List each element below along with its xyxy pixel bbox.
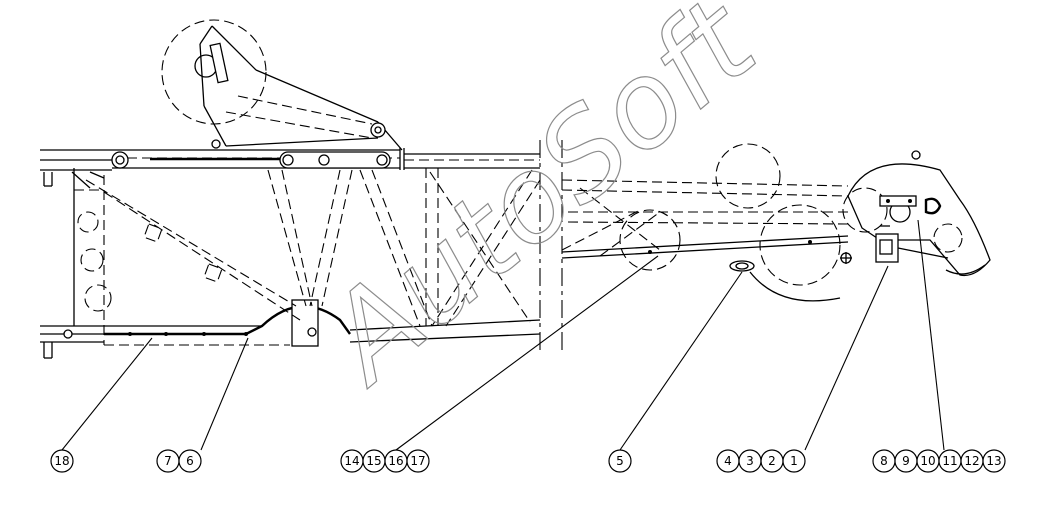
callout-label-13: 13	[986, 454, 1001, 468]
callout-label-2: 2	[768, 454, 776, 468]
leader-14-17	[395, 255, 659, 451]
leader-lines	[61, 219, 945, 451]
callout-label-17: 17	[410, 454, 425, 468]
callout-circle-1	[782, 449, 806, 473]
callout-label-8: 8	[880, 454, 888, 468]
callout-label-4: 4	[724, 454, 732, 468]
callout-label-7: 7	[164, 454, 172, 468]
callout-label-12: 12	[964, 454, 979, 468]
callout-circle-17	[406, 449, 430, 473]
callout-label-3: 3	[746, 454, 754, 468]
callout-label-1: 1	[790, 454, 798, 468]
callout-circle-6	[178, 449, 202, 473]
callout-label-6: 6	[186, 454, 194, 468]
leader-18	[61, 337, 153, 451]
callout-label-10: 10	[920, 454, 935, 468]
callout-label-16: 16	[388, 454, 403, 468]
callout-label-9: 9	[902, 454, 910, 468]
callout-label-11: 11	[942, 454, 957, 468]
leader-7-6	[200, 337, 249, 451]
callout-label-18: 18	[54, 454, 69, 468]
left-boom-section	[40, 19, 563, 359]
watermark-text: AutoSoft	[296, 0, 783, 411]
callout-label-14: 14	[344, 454, 359, 468]
leader-5	[619, 271, 743, 451]
callout-label-15: 15	[366, 454, 381, 468]
callout-circle-18	[50, 449, 74, 473]
leader-8-13	[917, 219, 945, 451]
callout-circle-13	[982, 449, 1006, 473]
right-boom-section	[561, 143, 991, 302]
callout-circle-5	[608, 449, 632, 473]
leader-4-1	[804, 265, 889, 451]
callout-label-5: 5	[616, 454, 624, 468]
